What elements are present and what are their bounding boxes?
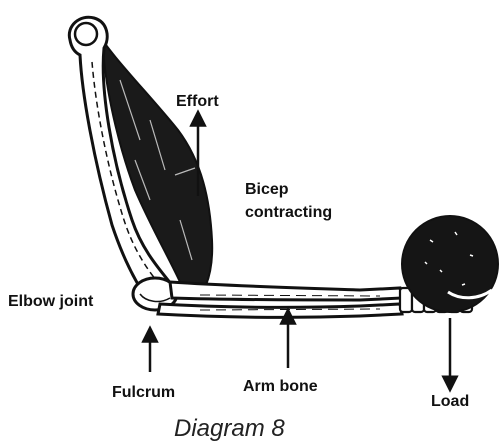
bicep-label-line2: contracting bbox=[245, 204, 332, 221]
elbow-joint-label: Elbow joint bbox=[8, 293, 94, 310]
bicep-label-line1: Bicep bbox=[245, 181, 289, 198]
arm-bone-label: Arm bone bbox=[243, 378, 318, 395]
effort-label: Effort bbox=[176, 93, 219, 110]
load-ball bbox=[402, 216, 498, 312]
forearm-bone-lower bbox=[158, 304, 402, 317]
diagram-caption: Diagram 8 bbox=[174, 415, 285, 442]
fulcrum-label: Fulcrum bbox=[112, 384, 175, 401]
humerus-head bbox=[75, 23, 97, 45]
forearm-bone-upper bbox=[170, 282, 402, 300]
load-label: Load bbox=[431, 393, 469, 410]
